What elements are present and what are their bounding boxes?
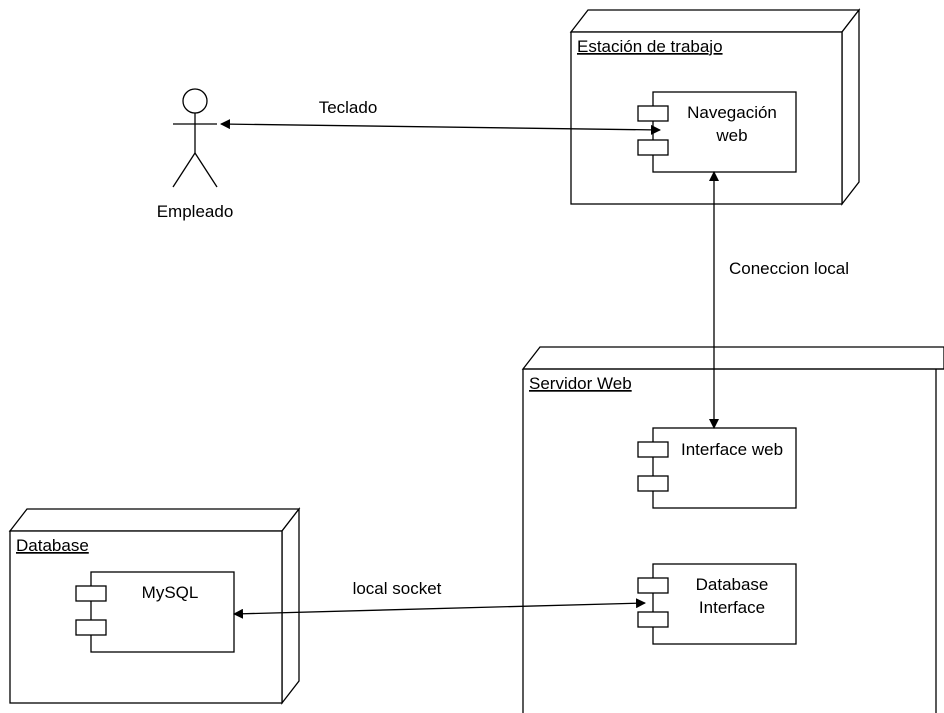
interface-web-component[interactable]: Interface web <box>637 427 797 509</box>
connection-teclado[interactable]: Teclado <box>220 98 661 135</box>
database-interface-label-line1: Database <box>696 575 769 594</box>
navegacion-web-component[interactable]: Navegación web <box>637 91 797 173</box>
component-tab <box>637 475 669 492</box>
local-socket-label: local socket <box>353 579 442 598</box>
webserver-title: Servidor Web <box>529 374 632 393</box>
connection-local[interactable]: Coneccion local <box>709 171 849 429</box>
navegacion-label-line1: Navegación <box>687 103 777 122</box>
database-interface-label-line2: Interface <box>699 598 765 617</box>
webserver-node[interactable]: Servidor Web <box>521 346 944 713</box>
component-tab <box>637 105 669 122</box>
workstation-title: Estación de trabajo <box>577 37 723 56</box>
conexion-local-label: Coneccion local <box>729 259 849 278</box>
teclado-label: Teclado <box>319 98 378 117</box>
mysql-label: MySQL <box>142 583 199 602</box>
actor-head <box>182 88 208 114</box>
database-interface-component[interactable]: Database Interface <box>637 563 797 645</box>
navegacion-label-line2: web <box>715 126 747 145</box>
actor-label: Empleado <box>157 202 234 221</box>
component-tab <box>637 139 669 156</box>
mysql-component[interactable]: MySQL <box>75 571 235 653</box>
connection-local-socket[interactable]: local socket <box>233 579 646 619</box>
component-tab <box>637 577 669 594</box>
component-tab <box>75 585 107 602</box>
interface-web-label: Interface web <box>681 440 783 459</box>
component-tab <box>637 611 669 628</box>
workstation-node[interactable]: Estación de trabajo <box>569 8 861 206</box>
component-tab <box>637 441 669 458</box>
database-title: Database <box>16 536 89 555</box>
actor-empleado[interactable]: Empleado <box>157 88 234 221</box>
component-tab <box>75 619 107 636</box>
